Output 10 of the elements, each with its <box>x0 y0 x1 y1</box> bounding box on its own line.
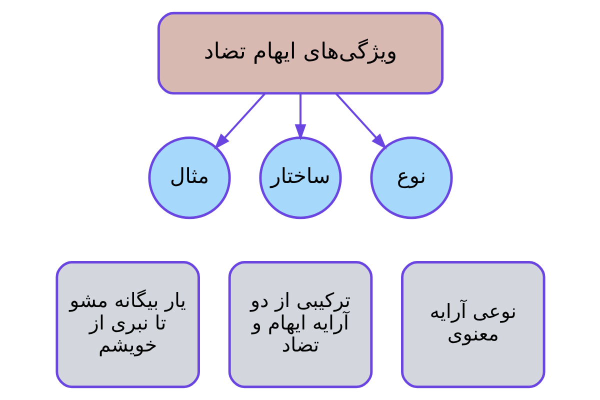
node-box: ویژگی‌های ایهام تضاد <box>156 12 444 95</box>
node-circle: نوع <box>370 136 452 220</box>
node-box: ترکیبی از دو آرایه ایهام و تضاد <box>228 261 372 388</box>
node-box: یار بیگانه مشو تا نبری از خویشم <box>55 261 200 388</box>
node-circle: ساختار <box>258 136 342 220</box>
node-box: نوعی آرایه معنوی <box>400 261 545 388</box>
arrow <box>334 92 386 150</box>
node-circle: مثال <box>148 136 230 220</box>
arrow <box>294 93 306 141</box>
arrow <box>214 92 266 150</box>
